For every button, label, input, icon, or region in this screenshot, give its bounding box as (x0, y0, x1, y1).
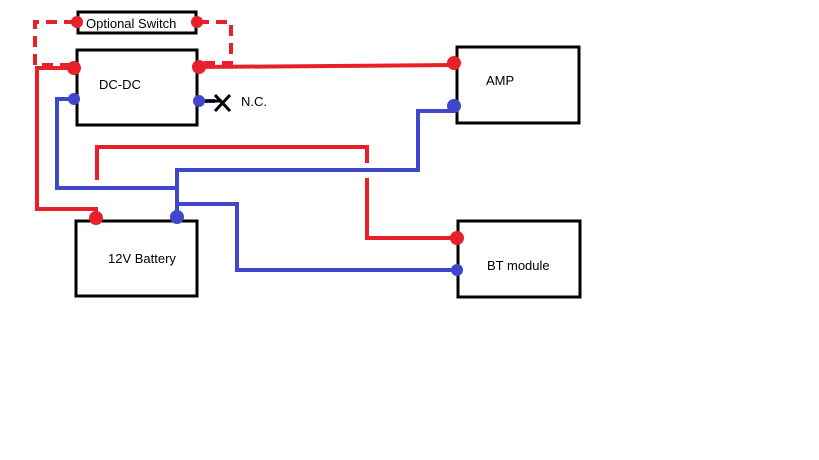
dcdc-out-negative-terminal (193, 95, 205, 107)
bt-negative-terminal (451, 264, 463, 276)
battery-positive-terminal (89, 211, 103, 225)
battery-to-bt-blue-wire (177, 202, 457, 272)
dcdc-to-amp-red-wire (198, 63, 455, 69)
x-mark-icon (205, 93, 232, 113)
battery-negative-terminal (170, 210, 184, 224)
dcdc-label: DC-DC (99, 77, 141, 92)
dcdc-box (75, 48, 199, 127)
dcdc-to-battery-blue-wire (55, 97, 177, 190)
bt-positive-terminal (450, 231, 464, 245)
battery-to-amp-blue-wire (175, 109, 454, 217)
nc-label: N.C. (241, 94, 267, 109)
battery-label: 12V Battery (108, 251, 176, 266)
amp-box (455, 45, 581, 125)
switch-right-terminal (191, 16, 203, 28)
boxes (74, 10, 582, 299)
dcdc-in-negative-terminal (68, 93, 80, 105)
amp-negative-terminal (447, 99, 461, 113)
switch-left-terminal (71, 16, 83, 28)
amp-label: AMP (486, 73, 514, 88)
battery-box (74, 219, 199, 298)
optional-switch-label: Optional Switch (86, 16, 176, 31)
battery-to-bt-red-wire-right (365, 178, 457, 240)
positive-terminals (67, 16, 464, 245)
negative-terminals (68, 93, 463, 276)
optional-switch-wires (33, 20, 233, 67)
bt-module-box (456, 219, 582, 299)
amp-positive-terminal (447, 56, 461, 70)
dcdc-in-positive-terminal (67, 61, 81, 75)
positive-wires (35, 63, 457, 240)
battery-to-bt-red-wire-left (95, 145, 369, 180)
dcdc-out-positive-terminal (192, 60, 206, 74)
bt-module-label: BT module (487, 258, 550, 273)
